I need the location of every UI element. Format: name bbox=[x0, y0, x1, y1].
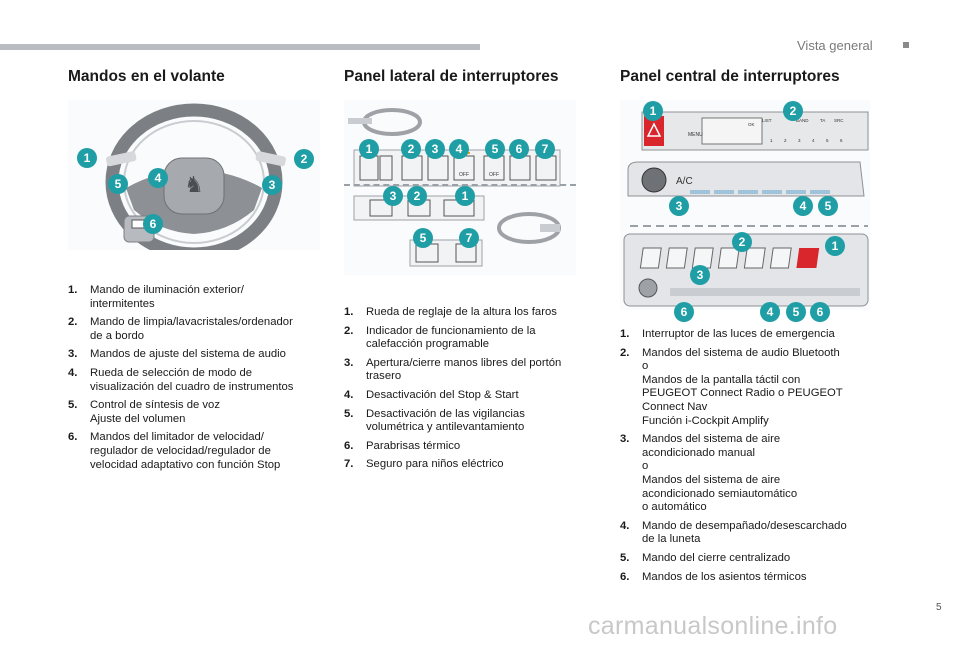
svg-text:♞: ♞ bbox=[184, 173, 204, 198]
list-item: 3.Apertura/cierre manos libres del portó… bbox=[344, 356, 562, 383]
callout-badge: 1 bbox=[455, 186, 475, 206]
svg-text:LIST: LIST bbox=[762, 118, 772, 123]
callout-badge: 2 bbox=[401, 139, 421, 159]
list-item: 6.Mandos de los asientos térmicos bbox=[620, 570, 807, 583]
list-item: 2.Mando de limpia/lavacristales/ordenado… bbox=[68, 316, 293, 342]
svg-text:5: 5 bbox=[826, 138, 829, 143]
list-item: 1.Interruptor de las luces de emergencia bbox=[620, 328, 835, 340]
svg-text:BAND: BAND bbox=[796, 118, 809, 123]
callout-badge: 3 bbox=[669, 196, 689, 216]
callout-badge: 2 bbox=[783, 101, 803, 121]
callout-badge: 5 bbox=[413, 228, 433, 248]
callout-badge: 3 bbox=[425, 139, 445, 159]
callout-badge: 5 bbox=[485, 139, 505, 159]
callout-badge: 6 bbox=[674, 302, 694, 322]
callout-badge: 3 bbox=[383, 186, 403, 206]
callout-badge: 2 bbox=[294, 149, 314, 169]
callout-badge: 7 bbox=[535, 139, 555, 159]
watermark: carmanualsonline.info bbox=[588, 612, 838, 640]
divider bbox=[344, 184, 576, 186]
callout-badge: 5 bbox=[786, 302, 806, 322]
svg-text:OK: OK bbox=[748, 122, 755, 127]
section-title-volante: Mandos en el volante bbox=[68, 68, 225, 85]
callout-badge: 1 bbox=[825, 236, 845, 256]
list-item: 3.Mandos del sistema de aire acondiciona… bbox=[620, 433, 798, 514]
list-item: 6.Parabrisas térmico bbox=[344, 439, 461, 452]
callout-badge: 1 bbox=[643, 101, 663, 121]
callout-badge: 4 bbox=[793, 196, 813, 216]
svg-text:OFF: OFF bbox=[459, 172, 469, 178]
list-item: 4.Rueda de selección de modo de visualiz… bbox=[68, 366, 294, 393]
callout-badge: 6 bbox=[810, 302, 830, 322]
legend-list-central: 1.Interruptor de las luces de emergencia… bbox=[620, 328, 870, 589]
steering-wheel-figure: ♞ bbox=[68, 100, 320, 250]
svg-text:MENU: MENU bbox=[688, 132, 703, 138]
svg-text:2: 2 bbox=[784, 138, 787, 143]
callout-badge: 6 bbox=[143, 214, 163, 234]
callout-badge: 4 bbox=[760, 302, 780, 322]
callout-badge: 1 bbox=[77, 148, 97, 168]
svg-text:1: 1 bbox=[770, 138, 773, 143]
list-item: 5.Control de síntesis de voz Ajuste del … bbox=[68, 399, 220, 425]
svg-text:A/C: A/C bbox=[676, 176, 693, 187]
callout-badge: 7 bbox=[459, 228, 479, 248]
callout-badge: 4 bbox=[148, 168, 168, 188]
list-item: 1.Rueda de reglaje de la altura los faro… bbox=[344, 306, 557, 318]
svg-text:SRC: SRC bbox=[834, 118, 844, 123]
legend-list-volante: 1.Mando de iluminación exterior/ intermi… bbox=[68, 284, 320, 477]
callout-badge: 3 bbox=[690, 265, 710, 285]
svg-text:3: 3 bbox=[798, 138, 801, 143]
legend-list-lateral: 1.Rueda de reglaje de la altura los faro… bbox=[344, 306, 580, 477]
callout-badge: 3 bbox=[262, 175, 282, 195]
list-item: 5.Mando del cierre centralizado bbox=[620, 551, 791, 564]
section-title-lateral: Panel lateral de interruptores bbox=[344, 68, 559, 85]
svg-text:TA: TA bbox=[820, 118, 825, 123]
list-item: 2.Mandos del sistema de audio Bluetooth … bbox=[620, 346, 843, 427]
list-item: 2.Indicador de funcionamiento de la cale… bbox=[344, 324, 536, 351]
callout-badge: 2 bbox=[407, 186, 427, 206]
callout-badge: 6 bbox=[509, 139, 529, 159]
section-title-central: Panel central de interruptores bbox=[620, 68, 840, 85]
section-header: Vista general bbox=[797, 38, 873, 53]
callout-badge: 2 bbox=[732, 232, 752, 252]
list-item: 1.Mando de iluminación exterior/ intermi… bbox=[68, 284, 244, 310]
header-bar bbox=[0, 44, 480, 50]
svg-text:OFF: OFF bbox=[489, 172, 499, 178]
list-item: 4.Mando de desempañado/desescarchado de … bbox=[620, 519, 847, 546]
list-item: 3.Mandos de ajuste del sistema de audio bbox=[68, 348, 286, 361]
header-marker bbox=[903, 42, 909, 48]
svg-text:6: 6 bbox=[840, 138, 843, 143]
list-item: 7.Seguro para niños eléctrico bbox=[344, 458, 504, 471]
callout-badge: 1 bbox=[359, 139, 379, 159]
callout-badge: 5 bbox=[108, 174, 128, 194]
page-number: 5 bbox=[936, 602, 942, 613]
callout-badge: 4 bbox=[449, 139, 469, 159]
callout-badge: 5 bbox=[818, 196, 838, 216]
list-item: 5.Desactivación de las vigilancias volum… bbox=[344, 407, 525, 434]
list-item: 4.Desactivación del Stop & Start bbox=[344, 388, 519, 401]
list-item: 6.Mandos del limitador de velocidad/ reg… bbox=[68, 431, 281, 471]
svg-text:4: 4 bbox=[812, 138, 815, 143]
